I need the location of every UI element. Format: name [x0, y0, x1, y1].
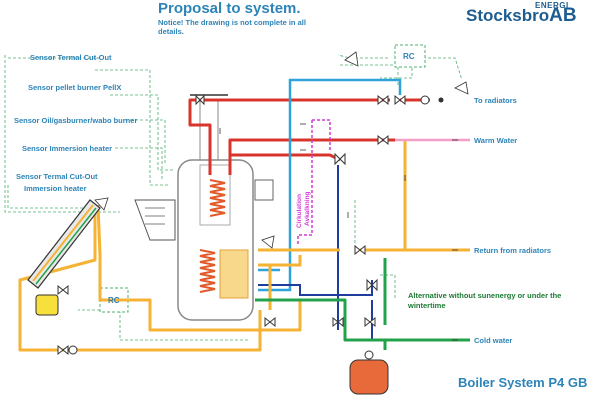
solar-collector — [27, 199, 101, 289]
rc-label-left: RC — [108, 296, 120, 305]
label-warm-water: Warm Water — [474, 136, 518, 145]
rc-label-top: RC — [403, 52, 415, 61]
sensor-immersion-heater: Sensor Immersion heater — [22, 144, 113, 153]
label-return-from-radiators: Return from radiators — [474, 246, 552, 255]
notice-text: Notice! The drawing is not complete in a… — [158, 18, 306, 36]
sensor-thermal-cutout-2: Sensor Termal Cut-Out — [16, 172, 98, 181]
heating-coil-lower — [199, 249, 216, 293]
logo-suffix: AB — [549, 5, 577, 26]
expansion-tank-solar — [35, 294, 59, 316]
burner — [134, 199, 176, 241]
page-title: Proposal to system. — [158, 0, 301, 17]
label-to-radiators: To radiators — [474, 96, 517, 105]
sensor-thermal-cutout: Sensor Termal Cut-Out — [30, 53, 112, 62]
immersion-heater-label: Immersion heater — [24, 184, 87, 193]
heating-coil-upper — [209, 179, 226, 217]
circulation-pipe — [297, 119, 331, 245]
diagram-footer-title: Boiler System P4 GB — [458, 375, 588, 390]
sensor-pellet-burner: Sensor pellet burner PellX — [28, 83, 122, 92]
label-descaling: Avkalkning — [304, 191, 311, 226]
valves — [57, 94, 406, 356]
flow-arrows — [219, 123, 458, 341]
pump-icon — [420, 95, 430, 105]
alternative-note: Alternative without sunenergy or under t… — [408, 291, 562, 310]
radiator-supply-pipe — [258, 78, 402, 292]
label-circulation: Cirkulation — [296, 194, 303, 228]
expansion-tank-cold — [349, 350, 389, 395]
solar-exchanger — [219, 249, 249, 299]
logo-name: Stocksbro — [466, 6, 550, 25]
logo-energi: ENERGI — [535, 1, 569, 10]
rc-controller-top — [394, 44, 426, 68]
cold-water-pipe — [255, 258, 470, 350]
gauge-icon — [438, 97, 444, 103]
return-pipes — [18, 140, 470, 352]
sensor-cones — [94, 51, 469, 249]
label-cold-water: Cold water — [474, 336, 513, 345]
sensor-oil-gas-burner: Sensor Oil/gasburner/wabo burner — [14, 116, 138, 125]
company-logo: StocksbroAB — [466, 5, 577, 27]
pump-icon-solar — [68, 345, 78, 355]
